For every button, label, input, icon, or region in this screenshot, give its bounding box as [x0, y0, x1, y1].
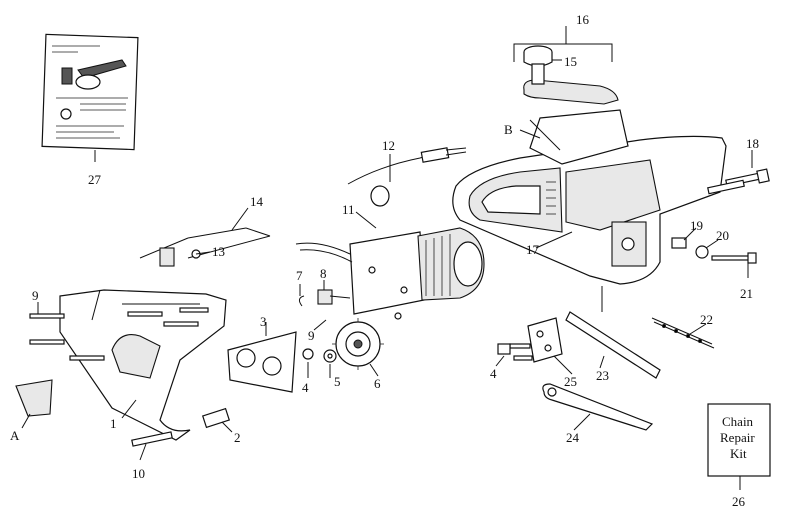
callout-12: 12	[382, 138, 395, 153]
callout-18: 18	[746, 136, 759, 151]
callout-4: 4	[490, 366, 497, 381]
callout-6: 6	[374, 376, 381, 391]
drive-sprocket	[332, 318, 384, 370]
cover-screws	[29, 307, 209, 447]
callout-a: A	[10, 428, 20, 443]
callout-4: 4	[302, 380, 309, 395]
housing-bolts	[671, 168, 770, 264]
chain-repair-kit-label: Chain Repair Kit	[720, 414, 755, 461]
callout-15: 15	[564, 54, 577, 69]
gasket-plate	[227, 331, 297, 393]
callout-16: 16	[576, 12, 590, 27]
callout-labels: 1 2 3 4 4 5 6 7 8 9 9 10 11 12 13 14 15 …	[10, 12, 759, 509]
callout-23: 23	[596, 368, 609, 383]
kit-label-line2: Repair	[720, 430, 755, 445]
callout-14: 14	[250, 194, 264, 209]
sleeve-spring	[201, 407, 231, 429]
callout-9: 9	[32, 288, 39, 303]
guide-bar	[565, 286, 661, 379]
callout-11: 11	[342, 202, 355, 217]
owners-manual-illustration	[41, 33, 139, 151]
callout-20: 20	[716, 228, 729, 243]
callout-10: 10	[132, 466, 145, 481]
callout-5: 5	[334, 374, 341, 389]
saw-chain	[651, 317, 715, 349]
chain-repair-kit-box	[707, 403, 771, 490]
callout-17: 17	[526, 242, 540, 257]
callout-2: 2	[234, 430, 241, 445]
power-cord	[347, 147, 467, 207]
callout-21: 21	[740, 286, 753, 301]
callout-13: 13	[212, 244, 225, 259]
chain-cover	[59, 289, 227, 441]
washers-and-clutch	[298, 289, 351, 363]
bar-mounting-plate	[497, 317, 563, 363]
callout-1: 1	[110, 416, 117, 431]
upper-handle-bracket	[513, 28, 619, 105]
spacer-block-a	[15, 379, 53, 417]
callout-3: 3	[260, 314, 267, 329]
kit-label-line1: Chain	[722, 414, 754, 429]
chain-tension-kit	[139, 227, 271, 267]
bar-wrench	[542, 383, 654, 431]
callout-19: 19	[690, 218, 703, 233]
callout-8: 8	[320, 266, 327, 281]
callout-9: 9	[308, 328, 315, 343]
main-housing	[452, 109, 727, 285]
motor-assembly	[295, 227, 485, 320]
callout-26: 26	[732, 494, 746, 509]
callout-22: 22	[700, 312, 713, 327]
callout-24: 24	[566, 430, 580, 445]
kit-label-line3: Kit	[730, 446, 747, 461]
callout-b: B	[504, 122, 513, 137]
leader-lines	[21, 26, 753, 461]
callout-25: 25	[564, 374, 577, 389]
callout-7: 7	[296, 268, 303, 283]
callout-27: 27	[88, 172, 102, 187]
